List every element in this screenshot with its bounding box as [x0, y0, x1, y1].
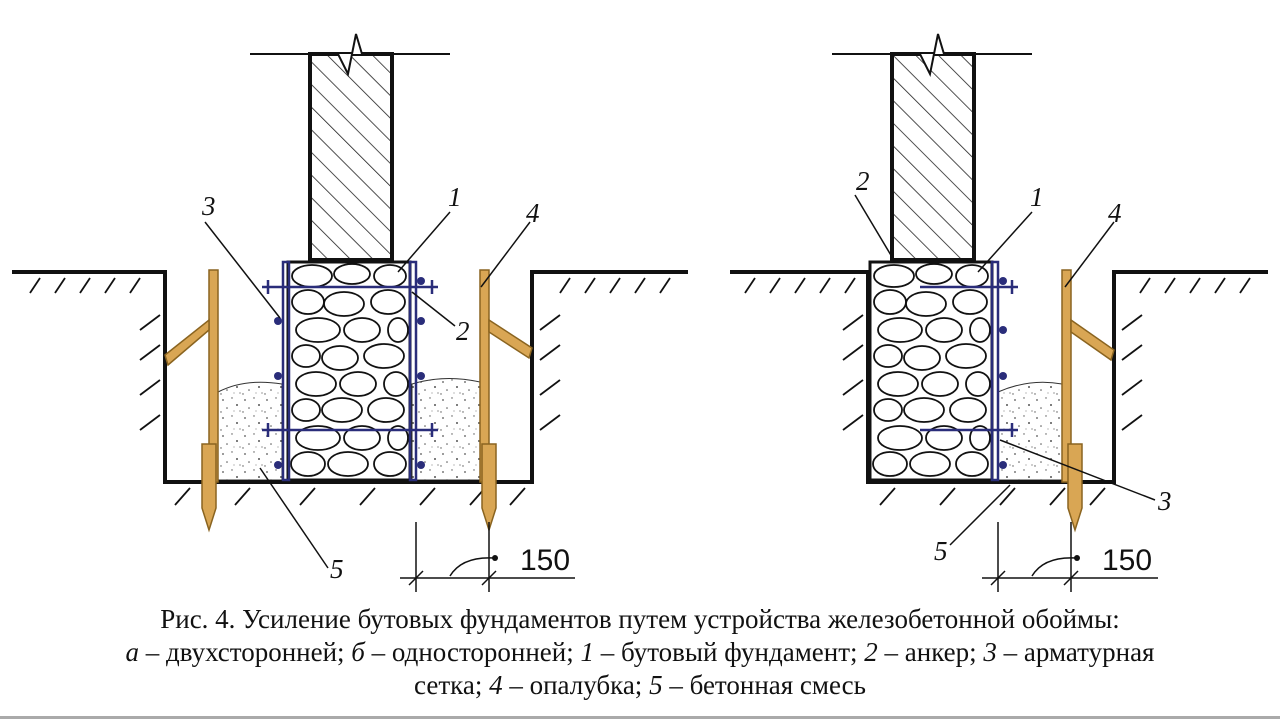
ground-hatch-right	[744, 277, 1251, 506]
caption-line-1: Рис. 4. Усиление бутовых фундаментов пут…	[160, 604, 1120, 634]
label-2: 2	[856, 166, 870, 196]
caption-line-3: сетка; 4 – опалубка; 5 – бетонная смесь	[414, 670, 866, 700]
wall-break-line	[250, 33, 450, 78]
formwork-right	[1061, 269, 1115, 533]
figure-caption: Рис. 4. Усиление бутовых фундаментов пут…	[20, 603, 1260, 702]
rubble-stones	[290, 263, 409, 477]
leader-lines-left	[204, 211, 531, 569]
wall-right	[890, 52, 976, 262]
ground-trench-outline	[12, 270, 688, 484]
right-panel: 1 2 3 4 5 150	[730, 33, 1268, 592]
dimension-text: 150	[1102, 544, 1152, 577]
label-1: 1	[448, 182, 462, 212]
formwork-left	[164, 269, 533, 533]
label-5: 5	[330, 554, 344, 584]
label-5: 5	[934, 536, 948, 566]
label-4: 4	[1108, 198, 1122, 228]
left-panel: 1 3 2 4 5 150	[12, 33, 688, 592]
ground-trench-outline-right	[730, 270, 1268, 484]
dimension-right	[982, 522, 1158, 592]
label-2: 2	[456, 316, 470, 346]
leader-lines-right	[854, 194, 1156, 546]
dimension-text: 150	[520, 544, 570, 577]
reinforcement-mesh-right	[920, 260, 1018, 482]
dimension-left	[400, 522, 575, 592]
reinforcement-mesh-left	[262, 260, 438, 482]
wall-left	[308, 52, 394, 262]
bottom-rule	[0, 716, 1280, 719]
label-1: 1	[1030, 182, 1044, 212]
label-3: 3	[1157, 486, 1172, 516]
ground-hatch	[29, 277, 671, 506]
wall-break-line-right	[832, 33, 1032, 78]
foundation-diagram: 1 3 2 4 5 150	[12, 33, 1268, 592]
rebar-dots-right	[999, 277, 1007, 469]
rebar-dots-left	[274, 277, 425, 469]
label-3: 3	[201, 191, 216, 221]
rubble-stones-right	[872, 263, 991, 477]
caption-line-2: а – двухсторонней; б – односторонней; 1 …	[125, 637, 1155, 667]
label-4: 4	[526, 198, 540, 228]
